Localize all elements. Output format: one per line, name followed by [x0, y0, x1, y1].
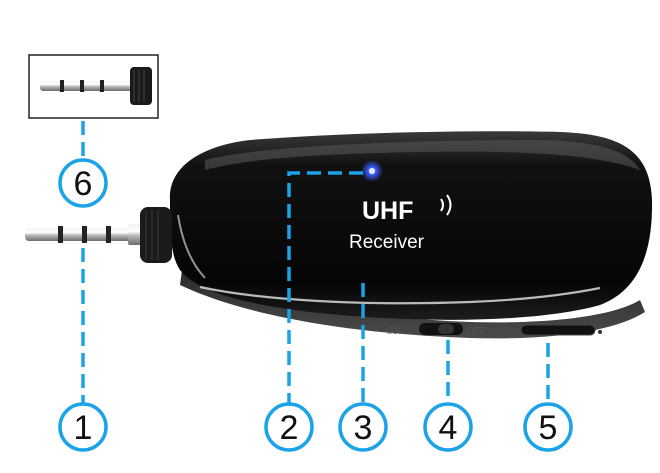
charging-port: [520, 324, 602, 336]
indicator-light: [361, 160, 383, 182]
callout-5: 5: [523, 402, 573, 452]
callout-number-5: 5: [539, 409, 558, 447]
switch-off-label: OFF: [466, 327, 486, 337]
callout-line-2: [287, 171, 363, 404]
callout-3: 3: [338, 402, 388, 452]
callout-1: 1: [58, 402, 108, 452]
callout-number-2: 2: [280, 409, 299, 447]
audio-plug: [25, 207, 172, 263]
plug-detail-inset: [28, 54, 159, 119]
callout-2: 2: [264, 402, 314, 452]
signal-icon: [440, 194, 452, 216]
callout-number-4: 4: [439, 409, 458, 447]
device-subtitle: Receiver: [349, 232, 425, 253]
callout-4: 4: [423, 402, 473, 452]
callout-lines: [81, 121, 550, 404]
callout-6: 6: [58, 158, 108, 208]
device-title: UHF: [362, 197, 413, 225]
callout-number-3: 3: [354, 409, 373, 447]
switch-on-label: ON: [386, 327, 401, 337]
callout-number-1: 1: [74, 409, 93, 447]
callout-number-6: 6: [74, 165, 93, 203]
power-switch[interactable]: ON OFF: [386, 323, 486, 337]
